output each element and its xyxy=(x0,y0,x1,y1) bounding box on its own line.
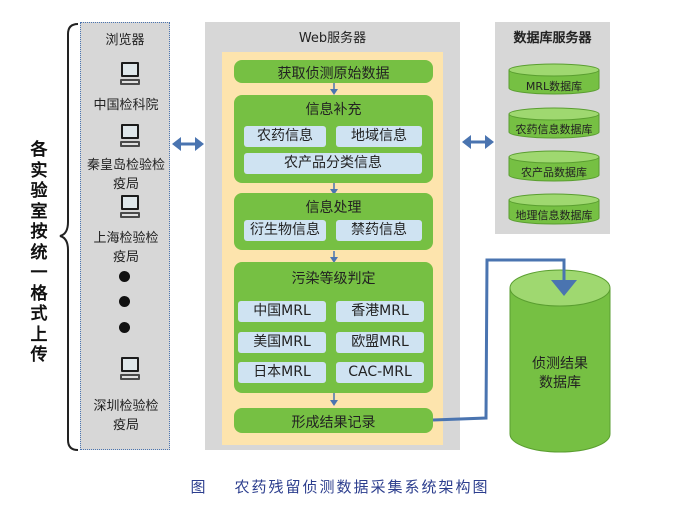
web-server-title: Web服务器 xyxy=(298,31,367,46)
client-label: 中国检科院 xyxy=(93,98,159,113)
database-cylinder-icon xyxy=(508,107,600,139)
step-get-raw-data: 获取侦测原始数据 xyxy=(234,60,433,83)
left-brace xyxy=(59,23,79,451)
mrl-cell: 日本MRL xyxy=(238,362,326,383)
info-cell: 地域信息 xyxy=(336,126,422,147)
client-label: 上海检验检疫局 xyxy=(93,231,159,265)
db-label: 农药信息数据库 xyxy=(515,123,593,136)
mrl-cell: CAC-MRL xyxy=(336,362,424,383)
computer-icon xyxy=(120,195,140,218)
database-cylinder-icon xyxy=(508,150,600,182)
db-label: 农产品数据库 xyxy=(521,166,587,179)
flow-arrow xyxy=(330,183,338,195)
flow-arrow xyxy=(330,83,338,95)
flow-arrow xyxy=(330,393,338,406)
info-cell: 农产品分类信息 xyxy=(244,153,422,174)
client-label: 深圳检验检疫局 xyxy=(93,399,159,433)
step-form-result: 形成结果记录 xyxy=(234,408,433,433)
result-connector-arrow xyxy=(433,258,577,422)
mrl-cell: 香港MRL xyxy=(336,301,424,322)
browser-title: 浏览器 xyxy=(105,33,145,48)
result-db-label: 侦测结果数据库 xyxy=(532,356,588,391)
double-arrow-right xyxy=(462,135,494,149)
figure-caption: 图 农药残留侦测数据采集系统架构图 xyxy=(190,478,490,496)
info-supplement-box: 信息补充 农药信息 地域信息 农产品分类信息 xyxy=(234,95,433,183)
mrl-cell: 中国MRL xyxy=(238,301,326,322)
info-cell: 农药信息 xyxy=(244,126,326,147)
double-arrow-left xyxy=(172,137,204,151)
group-title: 信息补充 xyxy=(305,102,362,118)
mrl-cell: 欧盟MRL xyxy=(336,332,424,353)
info-processing-box: 信息处理 衍生物信息 禁药信息 xyxy=(234,193,433,250)
pollution-level-box: 污染等级判定 中国MRL 香港MRL 美国MRL 欧盟MRL 日本MRL CAC… xyxy=(234,262,433,393)
browser-panel: 浏览器 中国检科院 秦皇岛检验检疫局 上海检验检疫局 深圳检验检疫局 xyxy=(80,22,170,450)
computer-icon xyxy=(120,62,140,85)
step-label: 获取侦测原始数据 xyxy=(277,66,390,82)
db-server-title: 数据库服务器 xyxy=(513,31,592,46)
ellipsis-dot xyxy=(119,322,130,333)
computer-icon xyxy=(120,357,140,380)
flow-arrow xyxy=(330,251,338,263)
ellipsis-dot xyxy=(119,271,130,282)
computer-icon xyxy=(120,124,140,147)
database-cylinder-icon xyxy=(508,63,600,95)
ellipsis-dot xyxy=(119,296,130,307)
mrl-cell: 美国MRL xyxy=(238,332,326,353)
step-label: 形成结果记录 xyxy=(291,415,376,431)
info-cell: 禁药信息 xyxy=(336,220,422,241)
group-title: 污染等级判定 xyxy=(291,271,376,287)
client-label: 秦皇岛检验检疫局 xyxy=(87,158,166,192)
db-label: 地理信息数据库 xyxy=(515,209,593,222)
info-cell: 衍生物信息 xyxy=(244,220,326,241)
group-title: 信息处理 xyxy=(305,200,362,216)
db-label: MRL数据库 xyxy=(525,80,583,93)
upload-label: 各实验室按统一格式上传 xyxy=(30,140,48,365)
database-cylinder-icon xyxy=(508,193,600,225)
